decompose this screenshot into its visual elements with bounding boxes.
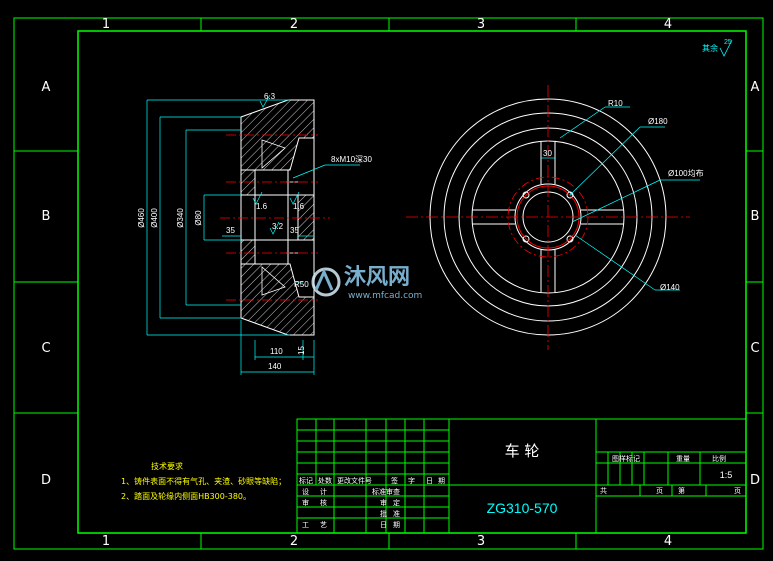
zone-col-4-top: 4 (664, 17, 672, 32)
sheet-total-unit: 页 (656, 487, 663, 495)
dim-dia-180: Ø180 (648, 117, 668, 126)
col-sign-1: 签 (391, 476, 398, 485)
roughness-1-6-left: 1.6 (256, 202, 268, 211)
watermark-brand: 沐风网 (344, 265, 410, 290)
zone-row-c-left: C (41, 341, 50, 356)
zone-row-b-left: B (42, 209, 51, 224)
notes-item-1: 1、铸件表面不得有气孔、夹渣、砂眼等缺陷； (121, 476, 286, 486)
zone-row-a-left: A (42, 80, 51, 95)
dim-radius-10: R10 (608, 99, 623, 108)
col-change-doc: 更改文件号 (337, 476, 372, 485)
scale-value: 1:5 (720, 470, 733, 480)
zone-col-1-bottom: 1 (102, 534, 110, 549)
zone-row-d-left: D (41, 473, 51, 488)
zone-col-3-bottom: 3 (477, 534, 485, 549)
zone-col-2-bottom: 2 (290, 534, 298, 549)
dim-dia-80: Ø80 (194, 210, 203, 226)
approve-2: 定 (393, 498, 400, 507)
dim-dia-100: Ø100均布 (668, 168, 704, 178)
dim-dia-400: Ø400 (150, 208, 159, 228)
drawing-number: ZG310-570 (487, 500, 558, 516)
info-drawing-mark: 图样标记 (612, 454, 640, 463)
dim-width-35-right: 35 (290, 226, 299, 235)
col-sign-2: 字 (408, 476, 415, 485)
dim-radius-50: R50 (294, 280, 309, 289)
title-block (296, 418, 747, 534)
zone-col-3-top: 3 (477, 17, 485, 32)
zone-col-2-top: 2 (290, 17, 298, 32)
role-review-2: 核 (320, 498, 327, 507)
front-view: R10 Ø180 30 Ø100均布 Ø140 (406, 85, 704, 350)
role-design-2: 计 (320, 487, 327, 496)
role-craft-1: 工 (302, 521, 309, 529)
zone-col-4-bottom: 4 (664, 534, 672, 549)
dim-dia-460: Ø460 (137, 208, 146, 228)
roughness-label: 其余 (702, 43, 718, 53)
col-mark: 标记 (299, 476, 313, 485)
zone-labels: 1 2 3 4 1 2 3 4 A B C D A B C D (41, 17, 760, 549)
dim-width-15: 15 (297, 346, 306, 355)
dim-width-30: 30 (543, 149, 552, 158)
roughness-1-6-right: 1.6 (293, 202, 305, 211)
section-view: Ø460 Ø400 Ø340 Ø80 35 35 110 140 15 R50 … (137, 92, 372, 375)
dim-dia-140: Ø140 (660, 283, 680, 292)
approve-3: 批 (380, 509, 387, 518)
notes-title: 技术要求 (151, 461, 183, 471)
zone-row-a-right: A (751, 80, 760, 95)
role-review-1: 审 (302, 498, 309, 507)
dim-width-140: 140 (268, 362, 282, 371)
role-craft-2: 艺 (320, 521, 327, 529)
title-block-text: 车 轮 ZG310-570 标记 处数 更改文件号 签 字 日 期 设 计 审 … (299, 442, 741, 529)
sheet-total-label: 共 (600, 486, 607, 495)
part-name: 车 轮 (505, 442, 540, 460)
zone-row-d-right: D (750, 473, 760, 488)
std-review: 标准审查 (372, 487, 400, 496)
approve-1: 审 (380, 498, 387, 507)
watermark-logo-icon (311, 267, 341, 297)
technical-notes: 技术要求 1、铸件表面不得有气孔、夹渣、砂眼等缺陷； 2、踏面及轮缘内侧面HB3… (121, 461, 286, 501)
sheet-current-unit: 页 (734, 487, 741, 495)
zone-row-b-right: B (751, 209, 760, 224)
role-design-1: 设 (302, 487, 309, 496)
approve-4: 准 (393, 509, 400, 518)
dim-thread-hole: 8xM10深30 (331, 155, 372, 164)
dim-width-110: 110 (270, 347, 283, 356)
roughness-6-3: 6.3 (264, 92, 276, 101)
roughness-3-2: 3.2 (272, 222, 284, 231)
date-2: 期 (393, 521, 400, 529)
date-1: 日 (380, 521, 387, 529)
notes-item-2: 2、踏面及轮缘内侧面HB300-380。 (121, 491, 251, 501)
dim-dia-340: Ø340 (176, 208, 185, 228)
roughness-note: 其余 25 (702, 39, 733, 57)
col-date-2: 期 (438, 477, 445, 485)
info-scale: 比例 (712, 454, 726, 463)
col-date-1: 日 (426, 477, 433, 485)
roughness-value: 25 (724, 39, 732, 46)
zone-col-1-top: 1 (102, 17, 110, 32)
zone-row-c-right: C (750, 341, 759, 356)
sheet-current-label: 第 (678, 486, 685, 495)
info-weight: 重量 (676, 455, 690, 463)
col-count: 处数 (318, 476, 332, 485)
watermark-url: www.mfcad.com (348, 291, 422, 301)
dim-width-35-left: 35 (226, 226, 235, 235)
watermark: 沐风网 www.mfcad.com (311, 265, 422, 301)
